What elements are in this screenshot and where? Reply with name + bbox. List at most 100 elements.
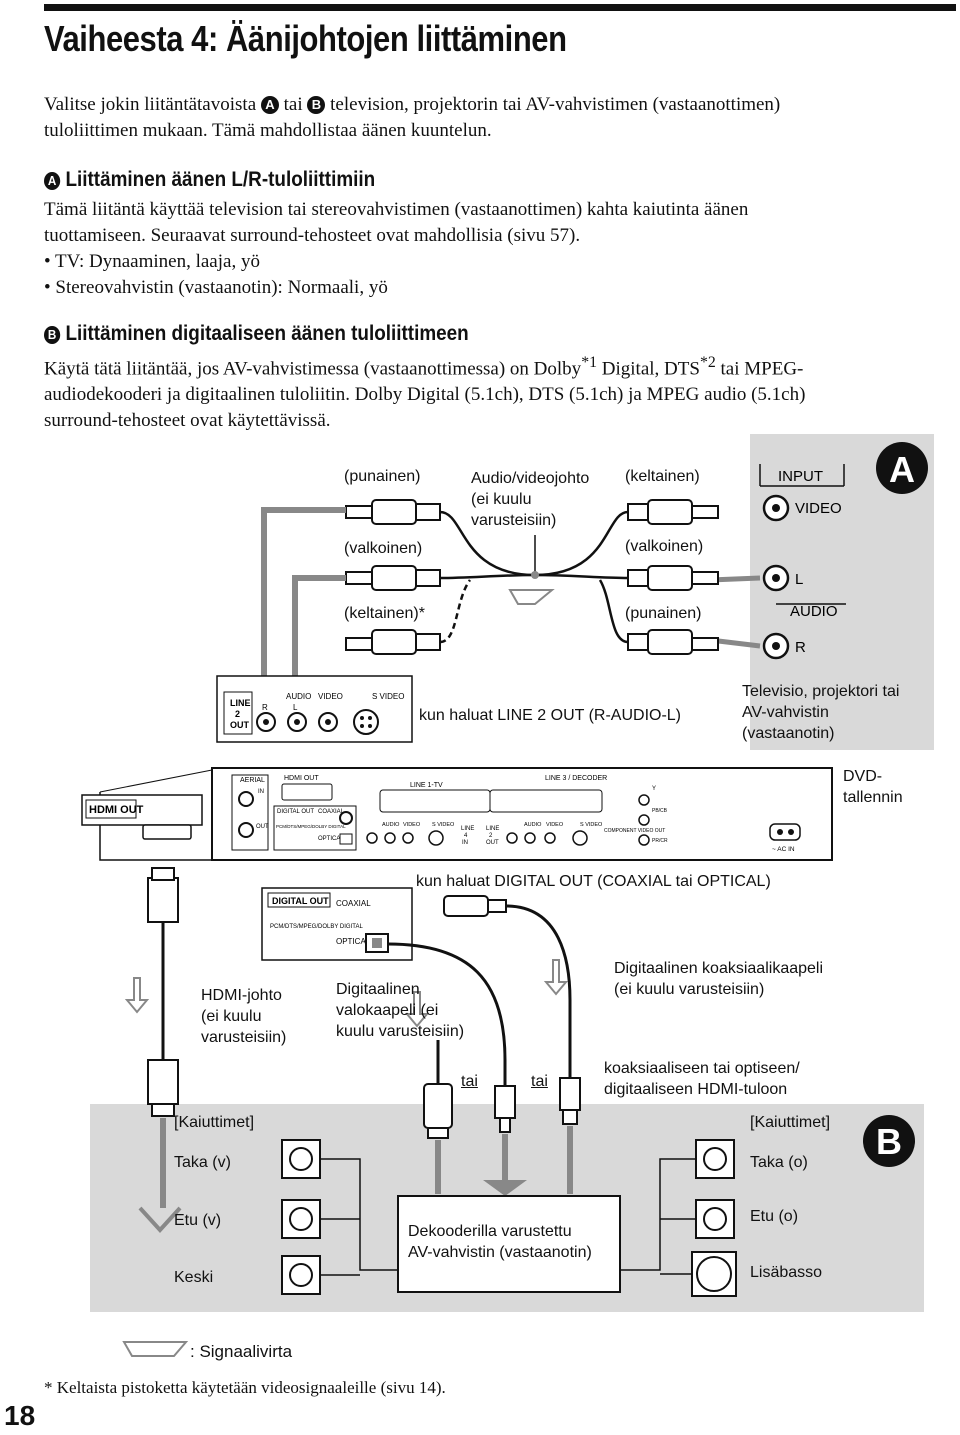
svg-text:OPTICAL: OPTICAL <box>318 836 344 842</box>
svg-text:LINE: LINE <box>486 826 499 832</box>
dvd-caption: DVD- tallennin <box>843 766 903 808</box>
av-cable-left-plugs <box>345 499 441 655</box>
label-line: valokaapeli (ei <box>336 1002 439 1019</box>
input-caption: koaksiaaliseen tai optiseen/ digitaalise… <box>604 1058 800 1100</box>
svg-text:COMPONENT VIDEO OUT: COMPONENT VIDEO OUT <box>604 828 665 834</box>
svg-text:L: L <box>795 571 803 588</box>
svg-text:DIGITAL OUT: DIGITAL OUT <box>277 809 314 815</box>
svg-text:AUDIO: AUDIO <box>790 603 838 620</box>
marker-a-badge: A <box>44 172 61 190</box>
speaker-label-front-right: Etu (o) <box>750 1208 799 1225</box>
svg-text:HDMI OUT: HDMI OUT <box>89 804 144 816</box>
cable-color-label: (punainen) <box>625 605 702 622</box>
signal-flow-legend: : Signaalivirta <box>190 1342 293 1361</box>
intro-text: tai <box>283 94 303 115</box>
label-line: Digitaalinen <box>336 981 420 998</box>
hdmi-out-callout: HDMI OUT <box>81 769 213 861</box>
intro-text: Valitse jokin liitäntätavoista <box>44 94 257 115</box>
av-cable-right-plugs <box>627 499 719 655</box>
speaker-wires <box>320 1158 696 1276</box>
cable-color-label: (valkoinen) <box>625 538 704 555</box>
svg-text:PCM/DTS/MPEG/DOLBY DIGITAL: PCM/DTS/MPEG/DOLBY DIGITAL <box>276 824 346 829</box>
label-line: (ei kuulu <box>471 491 532 508</box>
decoder-box <box>397 1195 621 1293</box>
optical-cable <box>387 942 516 1133</box>
speaker-label-subwoofer: Lisäbasso <box>750 1264 823 1281</box>
label-line: HDMI-johto <box>201 987 282 1004</box>
svg-text:LINE: LINE <box>230 698 251 708</box>
label-line: varusteisiin) <box>201 1029 287 1046</box>
signal-lines-line2 <box>261 507 346 705</box>
svg-text:HDMI OUT: HDMI OUT <box>284 775 319 782</box>
speaker-label-center: Keski <box>174 1269 214 1286</box>
svg-text:AERIAL: AERIAL <box>240 777 265 784</box>
page-number: 18 <box>4 1400 36 1431</box>
tv-input-panel: INPUT VIDEO L AUDIO R <box>759 464 846 660</box>
signal-flow-legend-icon <box>122 1341 189 1357</box>
hdmi-cable-label: HDMI-johto (ei kuulu varusteisiin) <box>201 985 286 1048</box>
section-a-title: Liittäminen äänen L/R-tuloliittimiin <box>65 168 376 191</box>
svg-text:~ AC IN: ~ AC IN <box>772 846 795 853</box>
svg-text:DIGITAL OUT: DIGITAL OUT <box>272 896 329 906</box>
svg-text:PCM/DTS/MPEG/DOLBY DIGITAL: PCM/DTS/MPEG/DOLBY DIGITAL <box>270 924 363 930</box>
footnote-ref: *2 <box>699 354 716 371</box>
svg-text:LINE: LINE <box>461 826 474 832</box>
svg-text:R: R <box>262 703 268 712</box>
label-line: (vastaanotin) <box>742 725 835 742</box>
dvd-recorder-rear-panel: AERIAL IN OUT HDMI OUT DIGITAL OUT COAXI… <box>211 767 833 861</box>
signal-arrow-icon <box>124 959 569 1028</box>
av-cable-wires <box>439 510 629 644</box>
intro-paragraph: Valitse jokin liitäntätavoista A tai B t… <box>44 92 944 144</box>
signal-arrow-icon <box>508 589 555 605</box>
speaker-label-rear-right: Taka (o) <box>750 1154 808 1171</box>
svg-text:INPUT: INPUT <box>778 468 823 485</box>
footnote: * Keltaista pistoketta käytetään videosi… <box>44 1378 446 1397</box>
line2-out-panel: LINE 2 OUT AUDIO VIDEO S VIDEO R L <box>216 675 413 743</box>
marker-b: B <box>863 1115 915 1167</box>
paragraph-line: Tämä liitäntä käyttää television tai ste… <box>44 199 749 220</box>
cable-junction <box>531 571 539 579</box>
tv-caption: Televisio, projektori tai AV-vahvistin (… <box>742 681 899 744</box>
label-line: varusteisiin) <box>471 512 557 529</box>
label-line: (ei kuulu varusteisiin) <box>614 981 765 998</box>
label-line: Audio/videojohto <box>471 470 590 487</box>
coaxial-cable <box>443 895 581 1125</box>
svg-text:LINE 3 / DECODER: LINE 3 / DECODER <box>545 775 607 782</box>
cable-color-label: (punainen) <box>344 468 421 485</box>
svg-text:IN: IN <box>462 840 468 846</box>
line2-caption: kun haluat LINE 2 OUT (R-AUDIO-L) <box>419 707 682 724</box>
label-line: DVD- <box>843 768 883 785</box>
paragraph-line: surround-tehosteet ovat käytettävissä. <box>44 410 331 432</box>
intro-text: tuloliittimen mukaan. Tämä mahdollistaa … <box>44 120 492 141</box>
svg-text:AUDIO: AUDIO <box>286 692 311 701</box>
av-cable-label: Audio/videojohto (ei kuulu varusteisiin) <box>471 468 589 531</box>
svg-text:2: 2 <box>235 709 240 719</box>
speaker-icons-right <box>691 1139 737 1297</box>
paragraph-line: tuottamiseen. Seuraavat surround-tehoste… <box>44 225 581 246</box>
bullet-item: • Stereovahvistin (vastaanotin): Normaal… <box>44 277 388 298</box>
svg-text:R: R <box>795 639 806 656</box>
section-b-body: Käytä tätä liitäntää, jos AV-vahvistimes… <box>44 350 949 434</box>
speaker-icons-left <box>281 1139 321 1295</box>
paragraph-line: audiodekooderi ja digitaalinen tuloliiti… <box>44 384 806 406</box>
label-line: Digitaalinen koaksiaalikaapeli <box>614 960 824 977</box>
cable-color-label: (valkoinen) <box>344 540 423 557</box>
svg-text:VIDEO: VIDEO <box>795 500 842 517</box>
text-run: tai MPEG- <box>715 358 804 380</box>
svg-text:A: A <box>889 449 915 490</box>
svg-text:COAXIAL: COAXIAL <box>318 809 345 815</box>
svg-text:OUT: OUT <box>486 840 499 846</box>
hdmi-plug-to-amp <box>423 1040 453 1139</box>
speaker-label-rear-left: Taka (v) <box>174 1154 231 1171</box>
speakers-left-title: [Kaiuttimet] <box>174 1114 255 1131</box>
svg-text:S VIDEO: S VIDEO <box>580 822 603 828</box>
speakers-right-title: [Kaiuttimet] <box>750 1114 831 1131</box>
svg-text:L: L <box>293 703 298 712</box>
bullet-item: • TV: Dynaaminen, laaja, yö <box>44 251 260 272</box>
label-line: tallennin <box>843 789 903 806</box>
speaker-label-front-left: Etu (v) <box>174 1212 222 1229</box>
header-rule <box>44 4 956 11</box>
footnote-ref: *1 <box>581 354 598 371</box>
svg-text:LINE 1-TV: LINE 1-TV <box>410 782 443 789</box>
digital-out-panel: DIGITAL OUT COAXIAL PCM/DTS/MPEG/DOLBY D… <box>261 887 413 961</box>
